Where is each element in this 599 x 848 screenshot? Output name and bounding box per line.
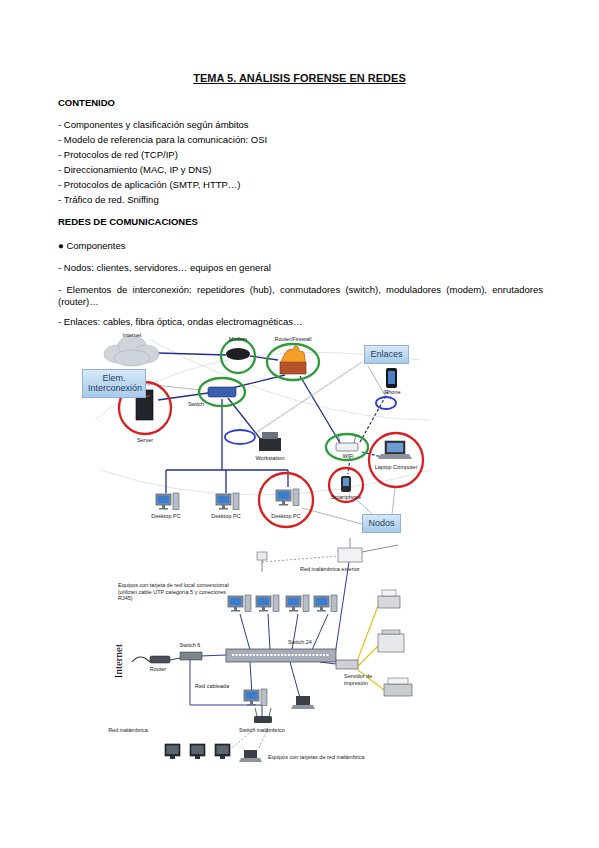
antenna (255, 708, 257, 716)
body-line: - Direccionamiento (MAC, IP y DNS) (58, 164, 543, 176)
callout-line (146, 362, 395, 524)
desktop-icon (228, 595, 251, 612)
desktop-icon (216, 493, 239, 510)
body-line: - Modelo de referencia para la comunicac… (58, 134, 543, 146)
printer-icon (378, 590, 400, 608)
callout-box: Enlaces (364, 345, 409, 364)
device-label: Desktop PC (146, 513, 186, 520)
body-line: - Nodos: clientes, servidores… equipos e… (58, 262, 543, 274)
device-label: Workstation (248, 455, 292, 462)
desktop-icon (276, 489, 299, 506)
switch-ports (232, 654, 330, 656)
desktop-icon (244, 689, 267, 706)
utp-cable (170, 555, 350, 716)
body-line: ● Componentes (58, 240, 543, 252)
box-label: Elem. Interconexión (88, 373, 140, 394)
section-heading: REDES DE COMUNICACIONES (58, 216, 543, 228)
green-circle (326, 434, 368, 460)
note-text: Equipos con tarjeta de red local convenc… (118, 582, 236, 602)
smartphone-icon (341, 476, 351, 492)
wifi-icon (336, 443, 358, 451)
switch-icon (208, 387, 236, 397)
device-label: Internet (112, 332, 152, 339)
device-label: Router (145, 666, 171, 673)
body-line: - Tráfico de red. Sniffing (58, 194, 543, 206)
firewall-icon (280, 345, 306, 374)
desktop-icon (156, 493, 179, 510)
modem-icon (226, 348, 250, 360)
switch-icon (226, 649, 336, 662)
access-point (338, 538, 398, 562)
iphone-icon (386, 368, 397, 388)
device-label: Switch 24 (283, 639, 317, 646)
device-label: Modem (218, 336, 258, 343)
device-label: Switch 6 (175, 642, 205, 649)
smartphone-screen (343, 478, 349, 486)
iphone-screen (388, 371, 395, 384)
device-label: Router/Firewall (268, 336, 318, 343)
laptop-icon (291, 696, 315, 709)
internet-cable (132, 657, 150, 662)
device-label: Switch (181, 401, 211, 408)
wireless-switch-icon (254, 716, 272, 723)
device-label: Laptop Computer (371, 464, 421, 471)
device-label: Desktop PC (266, 513, 306, 520)
device-label: iPhone (377, 389, 407, 396)
workstation-icon (259, 432, 281, 451)
callout-box: Nodos (362, 514, 401, 533)
device-label: Server (125, 437, 165, 444)
green-circle (221, 339, 255, 373)
device-label: Desktop PC (206, 513, 246, 520)
network-label: Red cableada (192, 683, 232, 690)
background-curve (95, 340, 430, 495)
network-label: Red inalámbrica exterior (300, 566, 410, 573)
outdoor-antenna (257, 552, 267, 572)
box-label: Nodos (368, 518, 395, 528)
desktop-icon (286, 595, 309, 612)
green-circle (267, 344, 319, 380)
printer-icon (384, 678, 412, 696)
network-diagram-2 (132, 538, 412, 762)
laptop-icon (239, 750, 262, 762)
laptop-icon (378, 441, 412, 459)
monitor-icon (215, 744, 230, 759)
body-line: - Componentes y clasificación según ámbi… (58, 119, 543, 131)
device-label: Smartphone (326, 494, 366, 501)
internet-cloud (104, 336, 159, 366)
callout-box: Elem. Interconexión (82, 369, 146, 398)
desktop-icon (314, 595, 337, 612)
monitor-icon (165, 744, 180, 759)
device-label: WiFi (338, 453, 358, 460)
red-circle (259, 473, 313, 527)
device-label: Servidor de impresión (344, 673, 378, 686)
device-label: Switch inalámbrico (237, 727, 287, 734)
box-label: Enlaces (370, 349, 403, 359)
blue-circle (376, 397, 396, 409)
switch-icon (180, 652, 202, 660)
body-line: - Elementos de interconexión: repetidore… (58, 284, 543, 309)
router-icon (150, 656, 170, 663)
internet-label: Internet (111, 631, 125, 691)
body-line: - Protocolos de aplicación (SMTP, HTTP…) (58, 179, 543, 191)
section-heading: CONTENIDO (58, 97, 543, 109)
monitor-icon (190, 744, 205, 759)
antenna (269, 708, 271, 716)
green-circle (199, 378, 245, 406)
network-diagram-1 (95, 336, 430, 527)
desktop-icon (256, 595, 279, 612)
network-label: Red inalámbrica (103, 727, 153, 734)
blue-circle (225, 430, 255, 444)
printer-icon (378, 630, 404, 652)
body-line: - Enlaces: cables, fibra óptica, ondas e… (58, 316, 543, 328)
red-circle (369, 433, 423, 487)
print-server-icon (336, 660, 358, 669)
page-title: TEMA 5. ANÁLISIS FORENSE EN REDES (0, 72, 599, 86)
note-text: Equipos con tarjetas de red inalámbrica (268, 754, 388, 761)
body-line: - Protocolos de red (TCP/IP) (58, 149, 543, 161)
